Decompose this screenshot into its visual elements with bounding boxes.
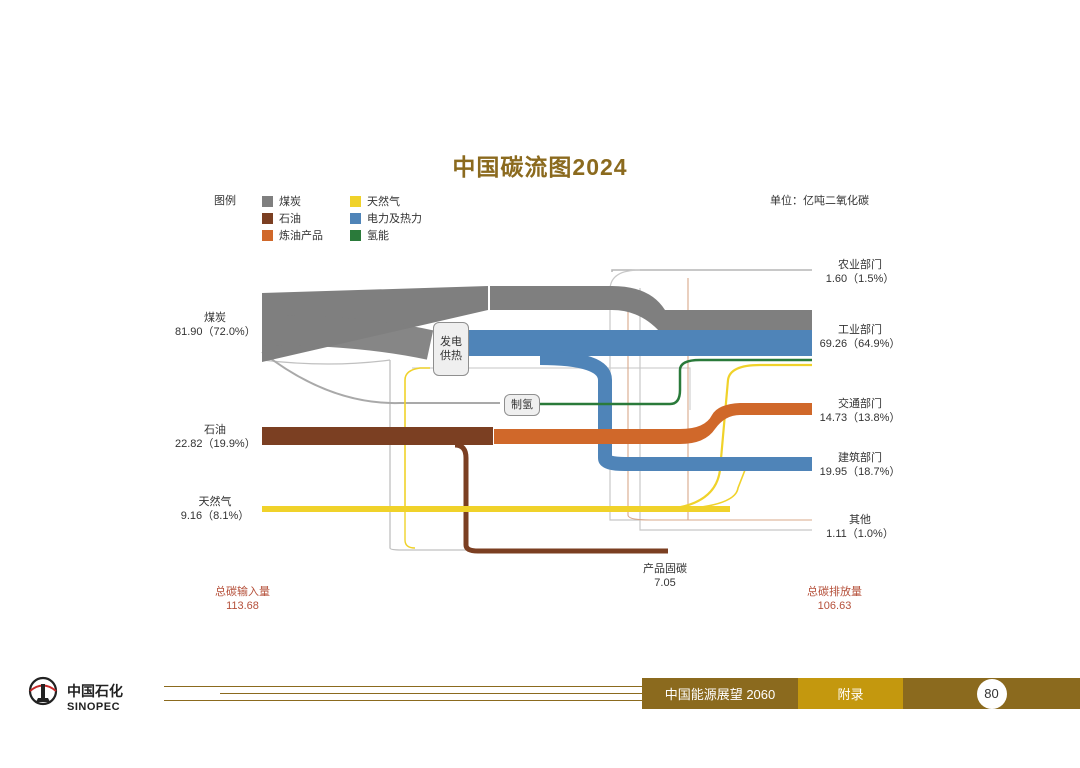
sink-agriculture-label: 农业部门 1.60（1.5%）	[815, 258, 905, 286]
flow-power-to-building	[539, 351, 812, 471]
product-fixation-label: 产品固碳 7.05	[625, 562, 705, 590]
legend-item: 煤炭	[262, 193, 301, 209]
sink-agriculture-name: 农业部门	[838, 259, 882, 271]
flow-power-to-industry	[466, 330, 812, 356]
source-oil-label: 石油 22.82（19.9%）	[175, 423, 256, 451]
footer-section-label[interactable]: 附录	[798, 678, 903, 709]
legend-label: 石油	[279, 213, 301, 225]
legend-item: 石油	[262, 210, 301, 226]
footer-rule-1	[164, 686, 642, 687]
sink-transport-name: 交通部门	[838, 398, 882, 410]
source-coal-name: 煤炭	[204, 312, 226, 324]
footer-rule-2	[220, 693, 642, 694]
process-hydrogen-label: 制氢	[511, 399, 533, 411]
flow-thin-agri	[611, 269, 812, 272]
flow-coal-to-power	[261, 315, 434, 360]
legend-label: 氢能	[367, 230, 389, 242]
process-power-heat-box: 发电 供热	[433, 322, 469, 376]
process-power-label-1: 发电	[440, 336, 462, 348]
sink-transport-label: 交通部门 14.73（13.8%）	[815, 397, 905, 425]
legend-label: 电力及热力	[367, 213, 422, 225]
legend-title: 图例	[214, 195, 236, 207]
sink-building-name: 建筑部门	[838, 452, 882, 464]
footer-rule-3	[164, 700, 642, 701]
sink-agriculture-value: 1.60（1.5%）	[825, 273, 895, 285]
product-fixation-name: 产品固碳	[643, 563, 687, 575]
legend-item: 炼油产品	[262, 227, 323, 243]
node-split-gap	[488, 286, 490, 310]
total-output: 总碳排放量 106.63	[787, 585, 882, 613]
process-hydrogen-box: 制氢	[504, 394, 540, 416]
flow-thin-coal-branch	[261, 359, 391, 365]
source-gas-value: 9.16（8.1%）	[180, 510, 250, 522]
source-gas-label: 天然气 9.16（8.1%）	[175, 495, 255, 523]
source-gas-name: 天然气	[198, 496, 232, 508]
sinopec-logo-text: 中国石化 SINOPEC	[67, 681, 123, 713]
legend-swatch	[350, 229, 361, 241]
source-oil-name: 石油	[204, 424, 226, 436]
page-number: 80	[976, 678, 1007, 709]
legend-swatch	[262, 195, 273, 207]
sink-transport-value: 14.73（13.8%）	[819, 412, 901, 424]
flow-gas-to-power	[404, 367, 430, 510]
unit-label: 单位：亿吨二氧化碳	[770, 195, 869, 207]
flow-coal-to-industry	[490, 286, 812, 332]
flow-thin-other	[639, 288, 812, 531]
flow-gas-loop	[404, 510, 416, 549]
legend-label: 天然气	[367, 196, 400, 208]
sink-building-label: 建筑部门 19.95（18.7%）	[815, 451, 905, 479]
process-power-label-2: 供热	[440, 350, 462, 362]
total-input: 总碳输入量 113.68	[195, 585, 290, 613]
flow-refined-to-transport	[494, 403, 812, 444]
total-input-label: 总碳输入量	[215, 586, 270, 598]
product-fixation-value: 7.05	[654, 577, 676, 589]
sink-other-value: 1.11（1.0%）	[826, 528, 894, 540]
flow-hydrogen-to-industry	[538, 358, 812, 406]
source-coal-value: 81.90（72.0%）	[175, 326, 256, 338]
sink-other-label: 其他 1.11（1.0%）	[815, 513, 905, 541]
total-input-value: 113.68	[226, 600, 259, 612]
sink-industry-label: 工业部门 69.26（64.9%）	[815, 323, 905, 351]
logo-text-cn: 中国石化	[67, 683, 123, 699]
sinopec-logo-icon	[26, 676, 60, 712]
flow-thin-refined-other	[627, 300, 812, 521]
legend-swatch	[350, 212, 361, 224]
legend-label: 煤炭	[279, 196, 301, 208]
legend-item: 氢能	[350, 227, 389, 243]
flow-coal-to-h2	[261, 351, 500, 405]
flow-thin-coal-loop	[389, 360, 560, 551]
sink-building-value: 19.95（18.7%）	[819, 466, 901, 478]
flow-oil-source	[262, 427, 493, 445]
flow-oil-to-product	[454, 442, 668, 554]
legend-label: 炼油产品	[279, 230, 323, 242]
legend-swatch	[262, 212, 273, 224]
total-output-value: 106.63	[817, 600, 852, 612]
sink-other-name: 其他	[849, 514, 871, 526]
legend-swatch	[350, 195, 361, 207]
legend-swatch	[262, 229, 273, 241]
footer-report-title: 中国能源展望 2060	[642, 678, 798, 709]
footer-page-area: 80	[903, 678, 1080, 709]
flow-thin-mid	[412, 367, 691, 410]
chart-title: 中国碳流图2024	[452, 154, 628, 180]
legend-item: 电力及热力	[350, 210, 422, 226]
logo-text-en: SINOPEC	[67, 701, 121, 713]
sink-industry-name: 工业部门	[838, 324, 882, 336]
sink-industry-value: 69.26（64.9%）	[819, 338, 901, 350]
source-oil-value: 22.82（19.9%）	[175, 438, 256, 450]
legend-item: 天然气	[350, 193, 400, 209]
source-coal-label: 煤炭 81.90（72.0%）	[175, 311, 256, 339]
total-output-label: 总碳排放量	[807, 586, 862, 598]
